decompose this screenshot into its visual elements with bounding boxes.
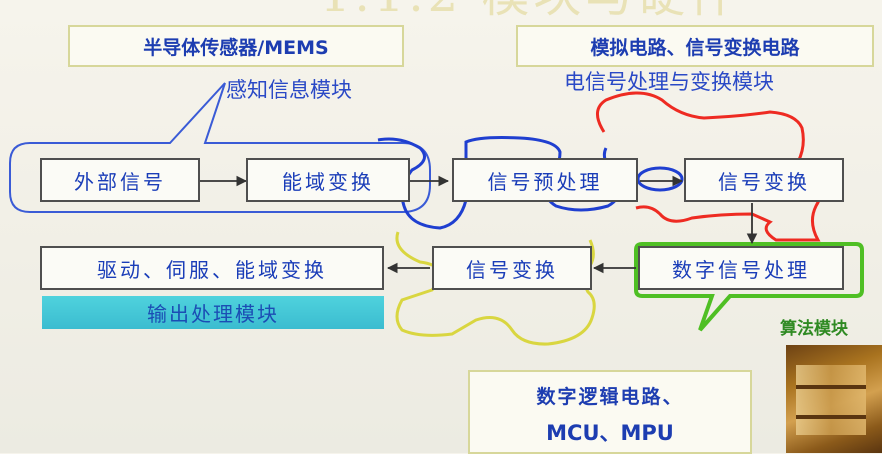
node-preprocessing: 信号预处理 [452,158,638,202]
analog-label: 模拟电路、信号变换电路 [590,36,800,59]
digital-logic-line2: MCU、MPU [546,421,674,445]
photo-inner [796,365,866,435]
node-external-signal: 外部信号 [40,158,200,202]
photo-stripe-2 [796,415,866,419]
ring-loop [636,166,684,192]
analog-label-box: 模拟电路、信号变换电路 [516,25,874,67]
node-digital-processing: 数字信号处理 [638,246,844,290]
photo-stripe-1 [796,385,866,389]
node-signal-conversion-bottom: 信号变换 [432,246,592,290]
sensing-module-label: 感知信息模块 [226,78,352,102]
digital-logic-line1: 数字逻辑电路、 [536,386,684,408]
output-module-label: 输出处理模块 [147,302,279,326]
digital-logic-box: 数字逻辑电路、 MCU、MPU [468,370,752,454]
node-signal-conversion-top: 信号变换 [684,158,844,202]
algorithm-module-label: 算法模块 [780,319,848,339]
signal-module-label: 电信号处理与变换模块 [564,70,774,94]
output-module-band: 输出处理模块 [42,296,384,329]
sensor-label: 半导体传感器/MEMS [143,36,329,59]
algorithm-callout-outline [634,242,864,332]
node-drive-servo: 驱动、伺服、能域变换 [40,246,384,290]
speaker-photo-thumbnail [786,345,882,453]
node-energy-conversion: 能域变换 [246,158,410,202]
sensor-label-box: 半导体传感器/MEMS [68,25,404,67]
slide-title: 1.1.2 模块与硬件 [320,0,880,20]
puzzle-blue-outline [377,136,622,230]
